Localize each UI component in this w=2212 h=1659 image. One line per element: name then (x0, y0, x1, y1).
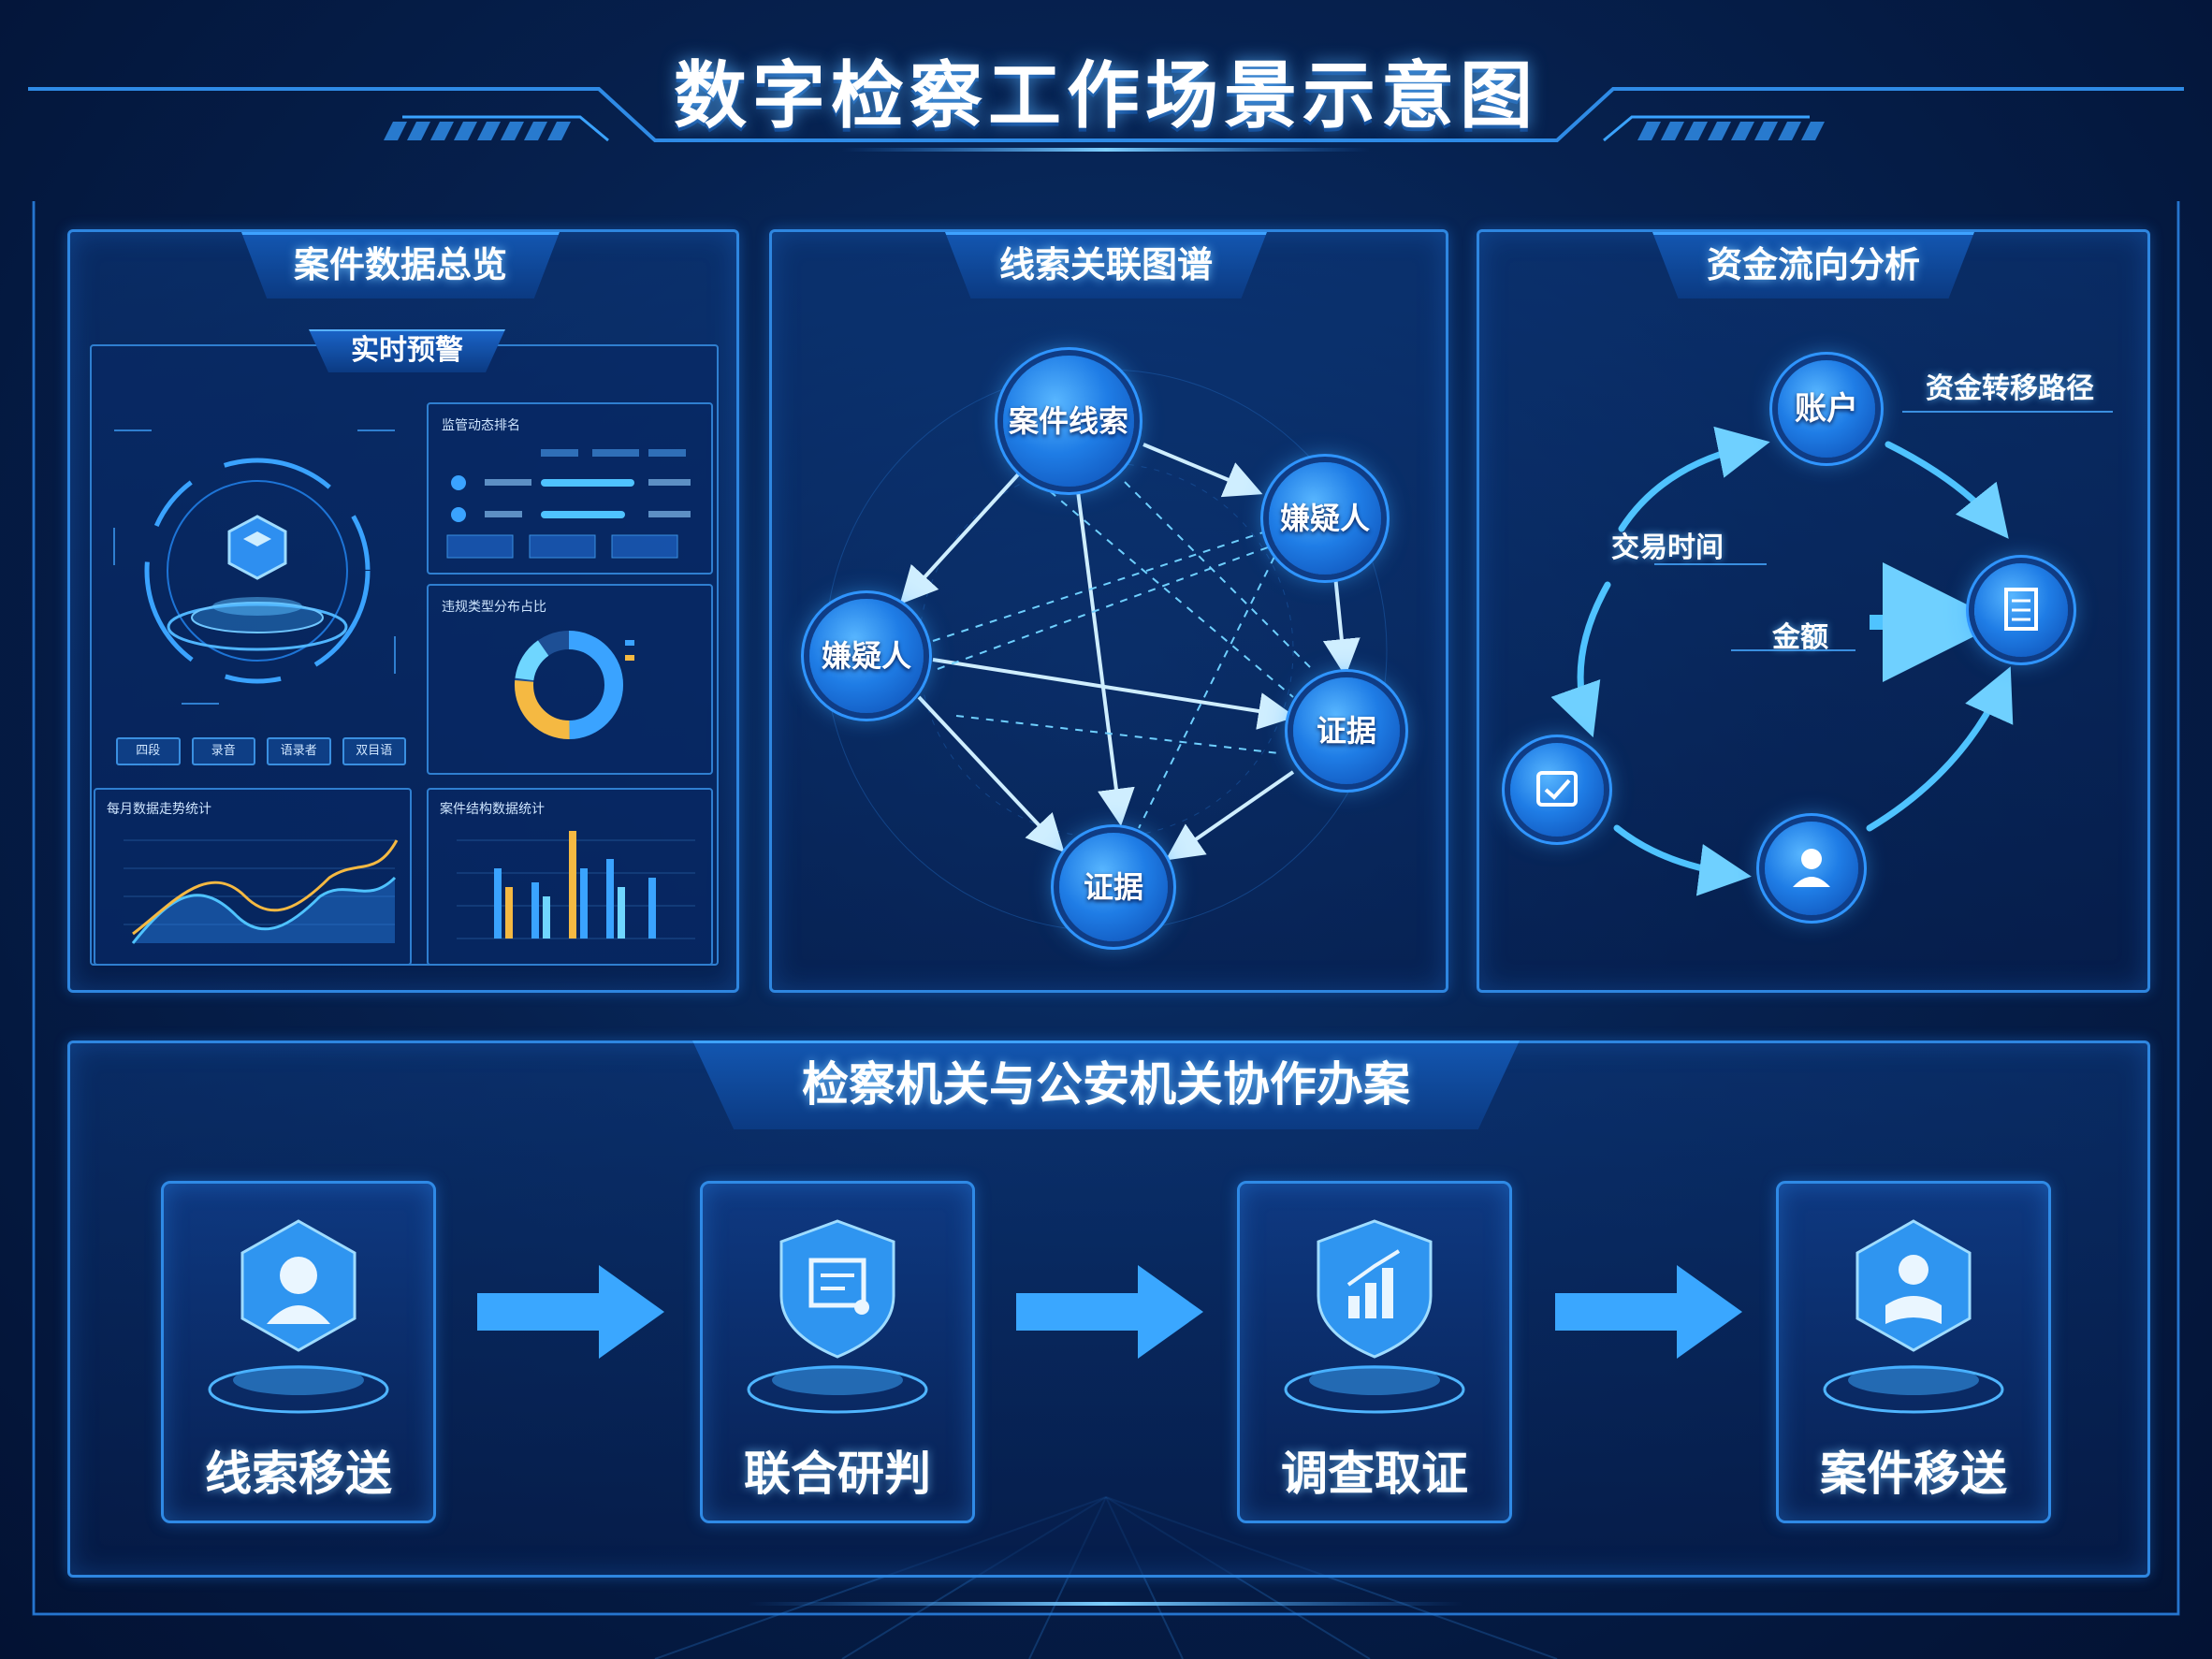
line-chart (124, 839, 399, 944)
overview-button[interactable]: 录音 (191, 737, 255, 765)
step-label: 线索移送 (205, 1447, 392, 1501)
donut-box: 违规类型分布占比 (427, 584, 713, 775)
person-book-icon (1823, 1219, 2004, 1414)
step-card-clue-transfer[interactable]: 线索移送 (161, 1181, 436, 1523)
amount-label: 金额 (1772, 621, 1828, 654)
line-chart-title: 每月数据走势统计 (107, 802, 211, 817)
ranking-box-title: 监管动态排名 (442, 418, 520, 433)
bar-chart-box: 案件结构数据统计 (427, 788, 713, 966)
node-evidence-right[interactable]: 证据 (1293, 677, 1400, 784)
card-check-icon (1536, 771, 1578, 807)
graph-panel-title: 线索关联图谱 (945, 232, 1267, 298)
line-chart-box: 每月数据走势统计 (94, 788, 412, 966)
ranking-bars (446, 449, 691, 559)
node-case-clue[interactable]: 案件线索 (1003, 356, 1134, 487)
step-card-case-transfer[interactable]: 案件移送 (1776, 1181, 2051, 1523)
chart-shield-icon (1284, 1219, 1465, 1414)
node-suspect-left[interactable]: 嫌疑人 (809, 599, 924, 713)
donut-chart (515, 631, 634, 739)
step-label: 调查取证 (1281, 1447, 1468, 1501)
overview-buttons: 四段 录音 语录者 双目语 (116, 737, 406, 765)
transfer-path-label: 资金转移路径 (1926, 372, 2094, 405)
document-shield-icon (747, 1219, 928, 1414)
bar-chart (457, 831, 695, 939)
funds-flow-arrows (1550, 411, 2113, 896)
overview-button[interactable]: 四段 (116, 737, 181, 765)
flow-arrow-2 (1016, 1265, 1203, 1359)
node-suspect-right[interactable]: 嫌疑人 (1269, 462, 1381, 575)
flow-arrow-3 (1555, 1265, 1742, 1359)
node-person[interactable] (1765, 822, 1858, 915)
node-account[interactable]: 账户 (1778, 360, 1875, 458)
node-transaction[interactable] (1510, 743, 1604, 837)
document-icon (2004, 588, 2038, 631)
hologram-widget (113, 429, 396, 705)
step-label: 联合研判 (744, 1447, 931, 1501)
person-icon (1793, 849, 1830, 887)
alert-tab[interactable]: 实时预警 (309, 329, 505, 372)
flow-arrow-1 (477, 1265, 664, 1359)
node-evidence-bottom[interactable]: 证据 (1059, 833, 1168, 941)
step-card-investigation[interactable]: 调查取证 (1237, 1181, 1512, 1523)
ranking-box: 监管动态排名 (427, 402, 713, 575)
overview-panel-title: 案件数据总览 (241, 232, 560, 298)
donut-box-title: 违规类型分布占比 (442, 600, 546, 615)
page-title: 数字检察工作场景示意图 (673, 54, 1538, 138)
funds-panel-title: 资金流向分析 (1652, 232, 1974, 298)
reader-shield-icon (208, 1219, 389, 1414)
transaction-time-label: 交易时间 (1611, 531, 1724, 564)
overview-button[interactable]: 语录者 (267, 737, 331, 765)
collab-panel-title: 检察机关与公安机关协作办案 (692, 1041, 1520, 1129)
bar-chart-title: 案件结构数据统计 (440, 802, 545, 817)
step-label: 案件移送 (1820, 1447, 2007, 1501)
node-document[interactable] (1974, 563, 2068, 657)
step-card-joint-analysis[interactable]: 联合研判 (700, 1181, 975, 1523)
overview-button[interactable]: 双目语 (342, 737, 406, 765)
